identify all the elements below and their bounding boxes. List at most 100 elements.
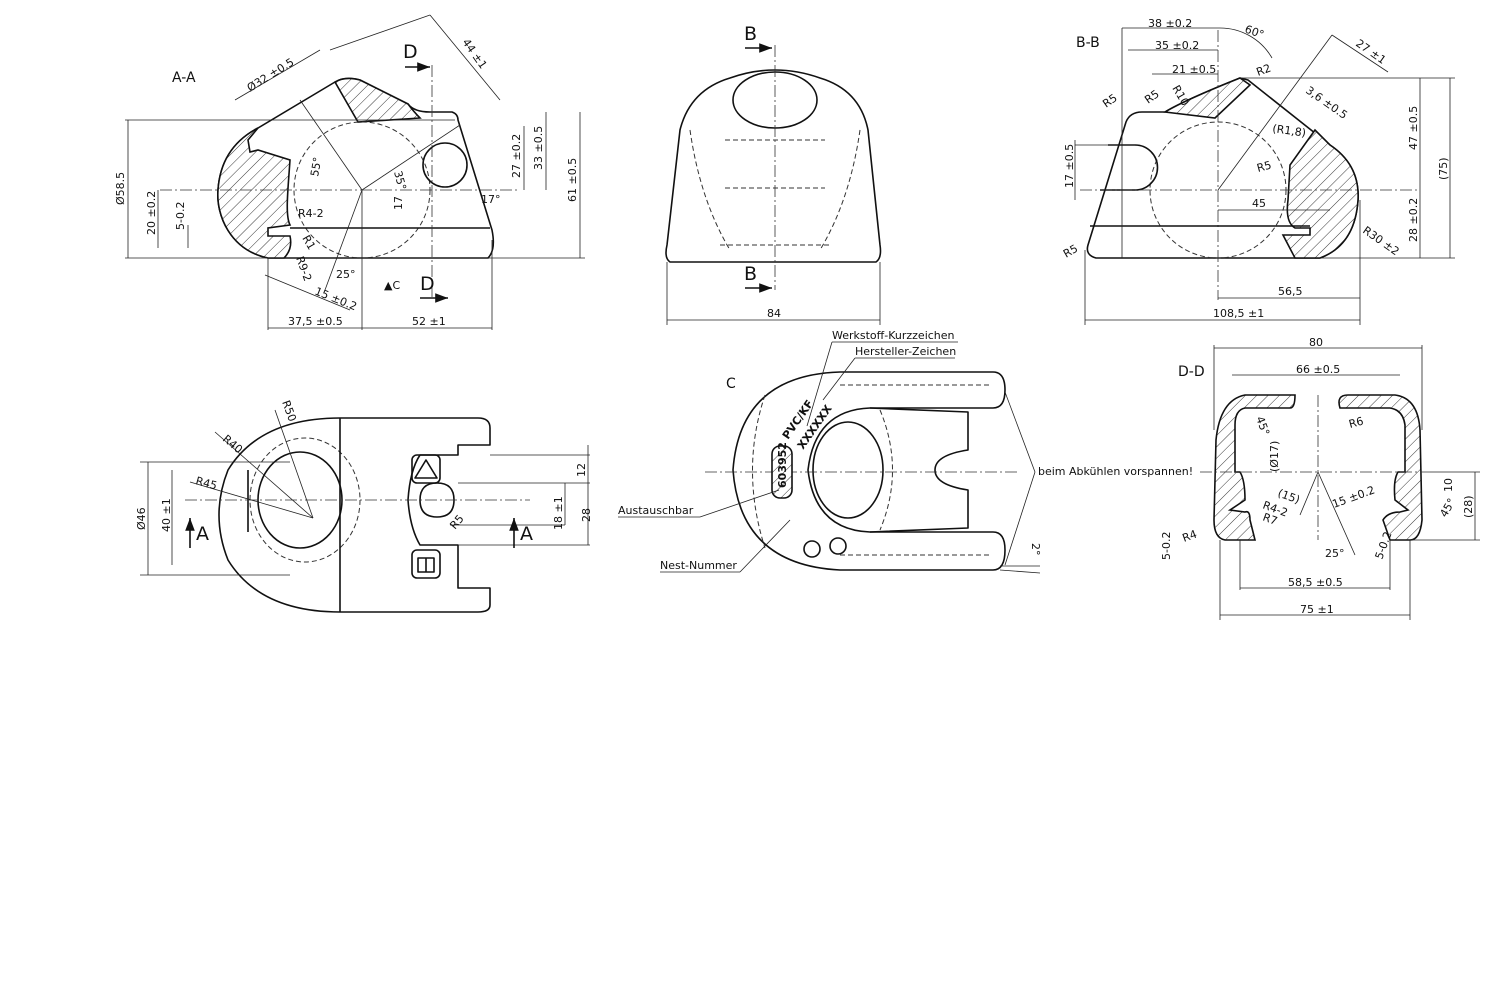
- angle-45-top: 45°: [1253, 415, 1272, 438]
- leader-line: [822, 357, 856, 401]
- view-marker-c: ▲C: [384, 279, 400, 292]
- radius-r7: R7: [1261, 511, 1279, 528]
- section-label-b-top: B: [744, 23, 757, 45]
- radius-r5-a: R5: [1100, 91, 1119, 110]
- section-label-a-right: A: [520, 523, 533, 545]
- dim-66: 66 ±0.5: [1296, 363, 1340, 376]
- dim-17: 17 ±0.5: [1063, 144, 1076, 188]
- view-c: C 603952 PVC/KF XXXXXX Werkstoff-Kurzzei…: [618, 329, 1193, 574]
- replaceable-insert: [771, 445, 793, 499]
- angle-2: 2°: [1029, 543, 1042, 556]
- dd-angle-lines: [1299, 471, 1356, 556]
- front-view: B B 84: [665, 23, 882, 325]
- leader-line: [699, 489, 780, 518]
- dim-37-5: 37,5 ±0.5: [288, 315, 343, 328]
- dim-10: 10: [1442, 478, 1455, 492]
- callout-replaceable: Austauschbar: [618, 504, 694, 517]
- dim-75: 75 ±1: [1300, 603, 1334, 616]
- radius-r9-2: R9-2: [293, 255, 314, 284]
- c-outline: [732, 371, 1006, 571]
- radius-r1: R1: [299, 233, 318, 252]
- leader-line: [806, 341, 833, 427]
- dim-17: 17: [392, 196, 405, 210]
- radius-r4: R4: [1181, 528, 1199, 545]
- dim-40: 40 ±1: [160, 498, 173, 532]
- radius-r2: R2: [1255, 62, 1273, 79]
- dim-58-5: 58,5 ±0.5: [1288, 576, 1343, 589]
- dim-80: 80: [1309, 336, 1323, 349]
- angle-60: 60°: [1243, 23, 1266, 42]
- dim-dia17: (Ø17): [1268, 441, 1281, 472]
- section-label-a-left: A: [196, 523, 209, 545]
- dim-27: 27 ±0.2: [510, 134, 523, 178]
- part-number-marking: 603952: [776, 442, 789, 488]
- radius-r45: R45: [194, 474, 218, 492]
- aa-hatched-top: [333, 77, 422, 123]
- dd-left-section: [1213, 394, 1296, 541]
- section-label-d-bottom: D: [420, 273, 435, 295]
- aa-dim-line: [299, 99, 363, 191]
- top-view: R50 R40 R45 Ø46 40 ±1 12 18 ±1 28 R5 A A: [135, 399, 593, 613]
- dim-dia58: Ø58.5: [114, 172, 127, 205]
- top-radius-leader: [189, 481, 314, 519]
- bb-angle-arc: [1217, 27, 1273, 59]
- radius-r4-2: R4-2: [298, 207, 324, 220]
- radius-r5-d: R5: [1061, 242, 1080, 261]
- bb-hatched-right: [1281, 128, 1359, 259]
- front-outline: [665, 69, 882, 263]
- callout-material-code: Werkstoff-Kurzzeichen: [832, 329, 955, 342]
- section-view-dd: D-D 80 66 ±0.5 45° (Ø17) R6 (15) R4-2 R7…: [1160, 336, 1480, 620]
- c-bore: [812, 421, 884, 519]
- dim-5: 5-0.2: [174, 202, 187, 230]
- bb-side-hole: [1100, 144, 1159, 191]
- aa-dim-line: [429, 14, 501, 101]
- date-stamp-dial-icon: [803, 540, 821, 558]
- radius-r5-c: R5: [1255, 159, 1273, 175]
- dim-12: 12: [575, 463, 588, 477]
- leader-line: [1004, 391, 1036, 473]
- callout-nest-number: Nest-Nummer: [660, 559, 737, 572]
- dim-84: 84: [767, 307, 781, 320]
- dim-47: 47 ±0.5: [1407, 106, 1420, 150]
- view-title-c: C: [726, 376, 736, 392]
- dim-75: (75): [1437, 157, 1450, 180]
- angle-55: 55°: [308, 156, 324, 177]
- book-icon: [417, 557, 435, 573]
- section-label-b-bottom: B: [744, 263, 757, 285]
- aa-dim-line: [324, 189, 363, 291]
- radius-r1-8: (R1,8): [1272, 122, 1307, 140]
- top-radius-leader: [274, 409, 314, 519]
- warning-symbol-icon: [411, 454, 441, 484]
- dim-28: 28 ±0.2: [1407, 198, 1420, 242]
- warning-triangle-icon: [414, 459, 438, 479]
- dim-dia46: Ø46: [135, 507, 148, 530]
- dim-28: 28: [580, 508, 593, 522]
- aa-dim-line: [361, 124, 461, 191]
- dim-61: 61 ±0.5: [566, 158, 579, 202]
- dim-20: 20 ±0.2: [145, 191, 158, 235]
- dim-56-5: 56,5: [1278, 285, 1303, 298]
- leader-line: [739, 519, 791, 573]
- angle-45-right: 45°: [1437, 496, 1458, 519]
- aa-dim-line: [329, 14, 431, 51]
- aa-dim-line: [234, 49, 321, 101]
- radius-r5: R5: [447, 512, 466, 532]
- callout-manufacturer: Hersteller-Zeichen: [855, 345, 956, 358]
- dim-21: 21 ±0.5: [1172, 63, 1216, 76]
- angle-35: 35°: [391, 169, 409, 191]
- dim-28-ref: (28): [1462, 495, 1475, 518]
- dim-5-right: 5-0.2: [1373, 530, 1395, 561]
- dim-44: 44 ±1: [460, 36, 490, 71]
- section-label-d-top: D: [403, 41, 418, 63]
- dim-27: 27 ±1: [1353, 37, 1388, 67]
- date-stamp-dial-icon: [829, 537, 847, 555]
- dim-dia32: Ø32 ±0.5: [245, 56, 297, 95]
- aa-side-hole: [422, 142, 468, 188]
- radius-r50: R50: [279, 399, 299, 424]
- dd-right-section: [1338, 394, 1423, 541]
- angle-25: 25°: [1325, 547, 1345, 560]
- section-view-bb: B-B 38 ±0.2 35 ±0.2 21 ±0.5 60° R2 R5 R5: [1061, 17, 1455, 325]
- section-view-aa: A-A D D ▲C Ø32 ±0.5 44 ±1 Ø58.5: [114, 14, 585, 330]
- dim-15: 15 ±0.2: [1331, 483, 1377, 510]
